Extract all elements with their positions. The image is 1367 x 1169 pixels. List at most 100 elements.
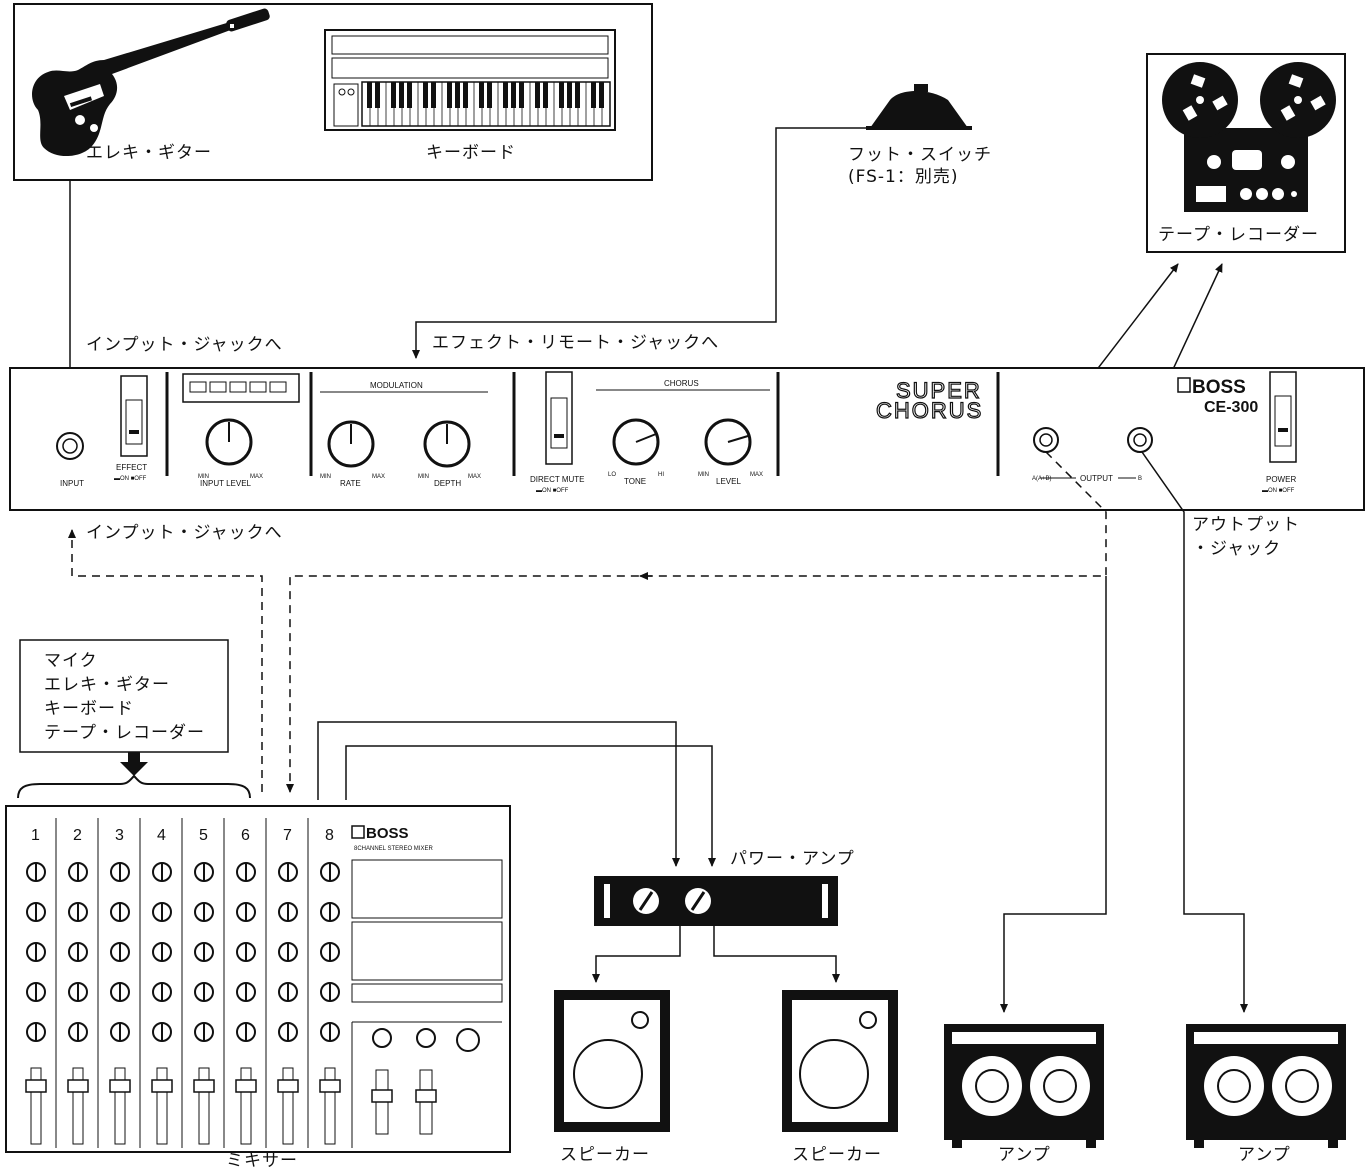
channel-fader[interactable] — [235, 1079, 257, 1093]
channel-number: 8 — [325, 827, 334, 844]
mixer-to-poweramp-line-1 — [317, 721, 680, 867]
source-3: キーボード — [44, 699, 134, 719]
mixer-to-poweramp-line-2 — [345, 745, 716, 867]
mixer-label: ミキサー — [226, 1151, 298, 1169]
mixer-channel-5: 5 — [181, 818, 215, 1148]
output-a-to-amp-line — [1000, 576, 1107, 1013]
input-level-max: MAX — [250, 474, 263, 480]
unit-brand: BOSS — [1192, 377, 1246, 398]
speaker-right-label: スピーカー — [792, 1145, 882, 1165]
output-jack-label-2: ・ジャック — [1192, 539, 1281, 559]
mixer-to-input-dashed — [68, 529, 263, 792]
channel-fader[interactable] — [277, 1079, 299, 1093]
power-amp-label: パワー・アンプ — [730, 849, 855, 869]
input-jack-label-top: インプット・ジャックへ — [86, 335, 283, 355]
unit-model: CE-300 — [1204, 399, 1258, 416]
electric-guitar-icon — [32, 8, 270, 157]
output-b-to-amp-line — [1141, 451, 1248, 1013]
input-level-min: MIN — [198, 474, 209, 480]
amp-left-label: アンプ — [998, 1145, 1051, 1165]
input-jack-label-bottom: インプット・ジャックへ — [86, 523, 283, 543]
speaker-left-label: スピーカー — [560, 1145, 650, 1165]
sources-arrow-icon — [120, 752, 148, 776]
effect-switch-text: EFFECT — [116, 463, 147, 472]
rate-max: MAX — [372, 474, 385, 480]
channel-number: 5 — [199, 827, 208, 844]
foot-switch-icon — [866, 84, 972, 130]
channel-number: 4 — [157, 827, 166, 844]
mixer-channel-8: 8 — [307, 818, 341, 1148]
source-4: テープ・レコーダー — [44, 723, 205, 743]
direct-mute-sub: ▬ON ■OFF — [536, 488, 569, 494]
channel-fader[interactable] — [319, 1079, 341, 1093]
keyboard-label: キーボード — [426, 143, 516, 163]
level-text: LEVEL — [716, 477, 741, 486]
tone-text: TONE — [624, 477, 646, 486]
amp-right-label: アンプ — [1238, 1145, 1291, 1165]
source-1: マイク — [44, 651, 98, 671]
channel-number: 7 — [283, 827, 292, 844]
tone-lo: LO — [608, 472, 616, 478]
sources-box — [19, 639, 229, 753]
level-min: MIN — [698, 472, 709, 478]
channel-fader[interactable] — [193, 1079, 215, 1093]
depth-min: MIN — [418, 474, 429, 480]
source-2: エレキ・ギター — [44, 675, 170, 695]
mixer-channel-7: 7 — [265, 818, 299, 1148]
mixer-brand: BOSS — [366, 825, 409, 842]
output-to-mixer-dashed — [286, 451, 1107, 793]
tape-recorder-icon — [1162, 62, 1336, 212]
output-a-text: A(A+B) — [1032, 476, 1052, 482]
chorus-text: CHORUS — [664, 379, 699, 388]
channel-fader[interactable] — [109, 1079, 131, 1093]
instruments-box — [13, 3, 653, 181]
footswitch-label-1: フット・スイッチ — [848, 145, 992, 165]
footswitch-label-2: (FS-1：別売) — [848, 167, 959, 187]
power-amp-icon — [594, 876, 838, 926]
output-b-text: B — [1138, 476, 1142, 482]
channel-fader[interactable] — [67, 1079, 89, 1093]
mixer-unit: 1 2 3 4 5 6 7 8 BOSS 8CHANNEL STEREO MIXER — [5, 805, 511, 1153]
mixer-channel-1: 1 — [25, 827, 47, 1145]
speaker-right-icon — [782, 990, 898, 1132]
channel-number: 1 — [31, 827, 40, 844]
mixer-channel-6: 6 — [223, 818, 257, 1148]
channel-number: 6 — [241, 827, 250, 844]
power-text: POWER — [1266, 475, 1296, 484]
direct-mute-text: DIRECT MUTE — [530, 475, 585, 484]
output-text: OUTPUT — [1080, 474, 1113, 483]
super-chorus-unit: INPUT EFFECT ▬ON ■OFF MIN MAX INPUT LEVE… — [9, 367, 1365, 511]
mixer-channel-2: 2 — [55, 818, 89, 1148]
tape-recorder-label: テープ・レコーダー — [1158, 225, 1319, 245]
poweramp-to-speaker-left — [592, 926, 681, 983]
channel-fader[interactable] — [151, 1079, 173, 1093]
sources-brace — [17, 774, 251, 799]
effect-remote-label: エフェクト・リモート・ジャックへ — [432, 333, 719, 353]
unit-title-2: CHORUS — [876, 398, 983, 423]
channel-fader[interactable] — [25, 1079, 47, 1093]
mixer-channel-strips: 1 2 3 4 5 6 7 8 — [25, 818, 341, 1148]
amp-left-icon — [944, 1024, 1104, 1148]
input-level-text: INPUT LEVEL — [200, 479, 252, 488]
depth-text: DEPTH — [434, 479, 461, 488]
guitar-label: エレキ・ギター — [86, 143, 212, 163]
channel-number: 2 — [73, 827, 82, 844]
input-jack-text: INPUT — [60, 479, 84, 488]
unit-title-1: SUPER — [896, 378, 982, 403]
speaker-left-icon — [554, 990, 670, 1132]
modulation-text: MODULATION — [370, 381, 423, 390]
level-max: MAX — [750, 472, 763, 478]
footswitch-to-remote-line — [412, 127, 866, 359]
tone-hi: HI — [658, 472, 664, 478]
power-sub: ▬ON ■OFF — [1262, 488, 1295, 494]
rate-min: MIN — [320, 474, 331, 480]
keyboard-icon — [324, 29, 616, 131]
poweramp-to-speaker-right — [713, 926, 840, 983]
rate-text: RATE — [340, 479, 361, 488]
mixer-subtitle: 8CHANNEL STEREO MIXER — [354, 846, 433, 852]
tape-recorder-box — [1146, 53, 1346, 253]
amp-right-icon — [1186, 1024, 1346, 1148]
mixer-channel-4: 4 — [139, 818, 173, 1148]
channel-number: 3 — [115, 827, 124, 844]
